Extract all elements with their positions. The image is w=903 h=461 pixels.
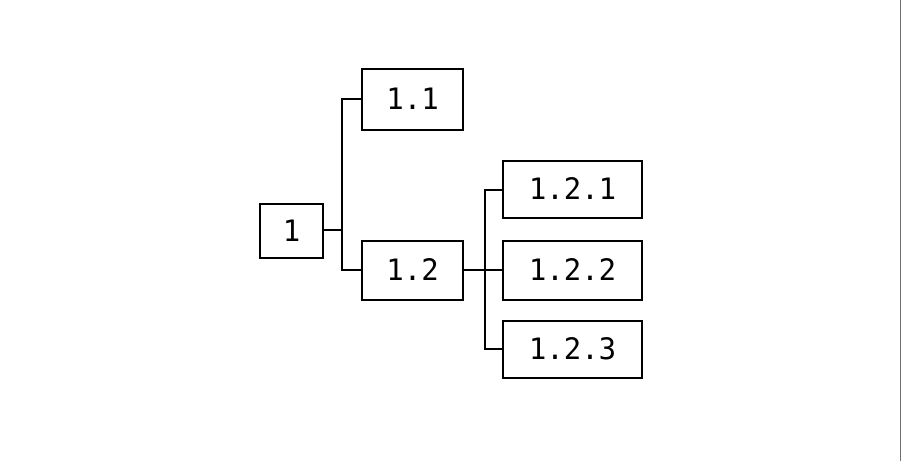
- node-1-2-1[interactable]: 1.2.1: [502, 160, 643, 219]
- connector-branch-to-1-2-1: [484, 189, 503, 191]
- node-1-2-3-label: 1.2.3: [528, 332, 617, 366]
- node-1-1[interactable]: 1.1: [361, 68, 464, 131]
- connector-branch-to-1-2-3: [484, 348, 503, 350]
- node-1-2-2-label: 1.2.2: [528, 253, 617, 287]
- connector-branch-to-1-1: [341, 98, 362, 100]
- node-1-1-label: 1.1: [386, 82, 439, 116]
- connector-branch-to-1-2: [341, 269, 362, 271]
- connector-1-2-stub: [463, 269, 486, 271]
- page-right-edge-rule: [900, 0, 901, 461]
- node-1[interactable]: 1: [259, 203, 324, 259]
- node-1-2-2[interactable]: 1.2.2: [502, 240, 643, 301]
- node-1-2[interactable]: 1.2: [361, 240, 464, 301]
- connector-root-stub: [323, 229, 343, 231]
- connector-bus-level1: [341, 98, 343, 271]
- node-1-2-1-label: 1.2.1: [528, 172, 617, 206]
- node-1-2-3[interactable]: 1.2.3: [502, 320, 643, 379]
- node-1-label: 1: [282, 213, 301, 248]
- connector-branch-to-1-2-2: [484, 269, 503, 271]
- node-1-2-label: 1.2: [386, 253, 439, 287]
